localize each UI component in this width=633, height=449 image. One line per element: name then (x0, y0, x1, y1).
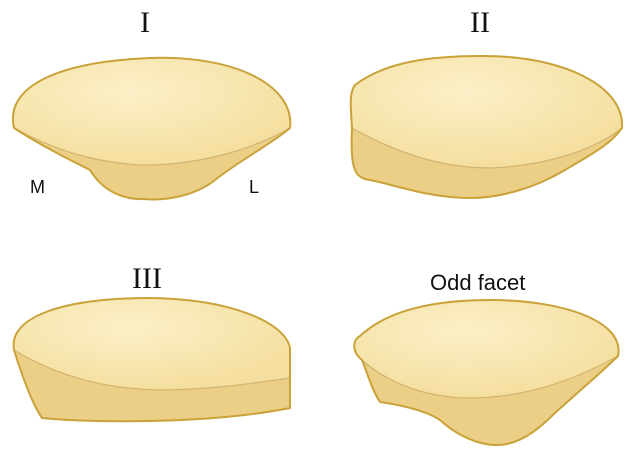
patella-shape-odd-facet (354, 300, 618, 445)
patella-shape-type-3 (14, 298, 290, 421)
patella-shape-type-2 (351, 56, 622, 198)
patella-shape-type-1 (13, 58, 290, 200)
